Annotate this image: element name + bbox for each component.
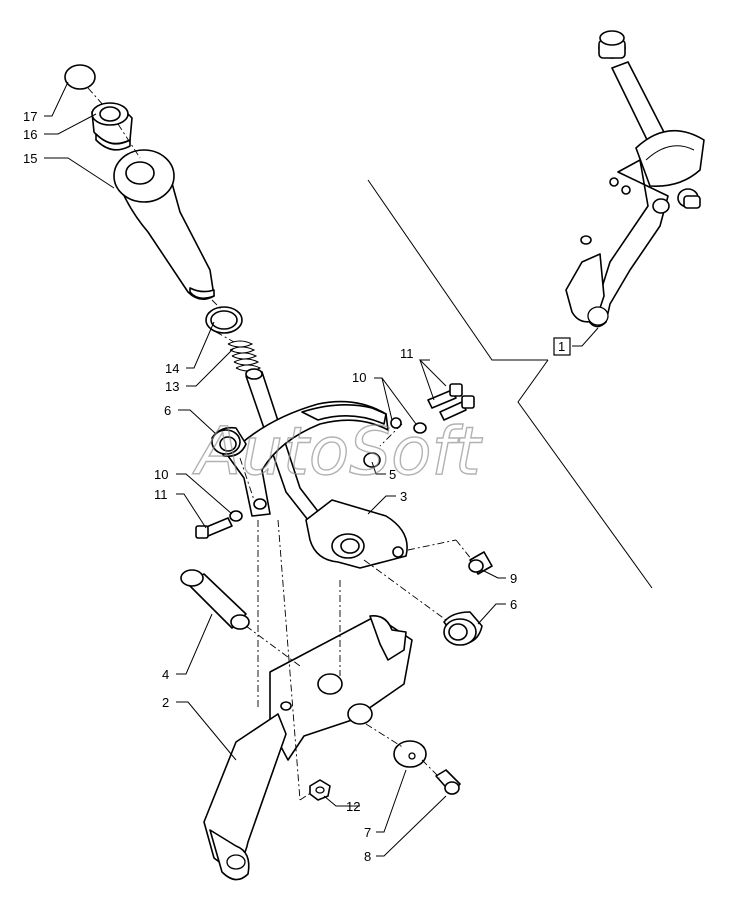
callout-3: 3 [400,489,407,504]
callout-11-left: 11 [154,487,168,502]
part-7-washer [393,740,427,768]
callout-9: 9 [510,571,517,586]
watermark: AutoSoft [192,413,483,490]
callout-10-left: 10 [154,467,168,482]
part-2-bracket [203,614,413,881]
part-17-cap [64,64,96,90]
callout-14: 14 [165,361,179,376]
callout-11-right: 11 [400,346,414,361]
assembly-lines [87,87,473,801]
callout-13: 13 [165,379,179,394]
callout-10-right: 10 [352,370,366,385]
part-8-bolt [435,769,461,795]
callout-6-bottom: 6 [510,597,517,612]
part-10-11-left [195,510,243,539]
part-14-ring [205,306,243,334]
callout-17: 17 [23,109,37,124]
part-16-knob [91,102,133,151]
part-11-bolts [427,383,475,421]
part-3-arm [305,499,408,569]
callout-12: 12 [346,799,360,814]
part-15-grip [113,149,215,300]
assembled-view [565,30,705,328]
callout-1-box [553,337,571,356]
callout-4: 4 [162,667,169,682]
part-13-spring [227,340,262,372]
part-12-nut [309,779,331,801]
callout-1: 1 [558,339,565,354]
callout-8: 8 [364,849,371,864]
part-4-pivot-pin [180,569,250,630]
part-5-gate [227,400,389,517]
callout-labels: 17 16 15 14 13 6 10 11 11 10 5 3 9 6 4 2… [23,109,571,864]
part-10-washers [390,417,427,434]
callout-15: 15 [23,151,37,166]
part-6-bushing-top [211,426,247,458]
callout-6-top: 6 [164,403,171,418]
part-9-pin [468,551,493,575]
callout-7: 7 [364,825,371,840]
leader-lines [44,81,599,857]
part-6-bushing-bottom [443,611,483,646]
callout-16: 16 [23,127,37,142]
callout-5: 5 [389,467,396,482]
callout-2: 2 [162,695,169,710]
divider-line [367,179,653,589]
